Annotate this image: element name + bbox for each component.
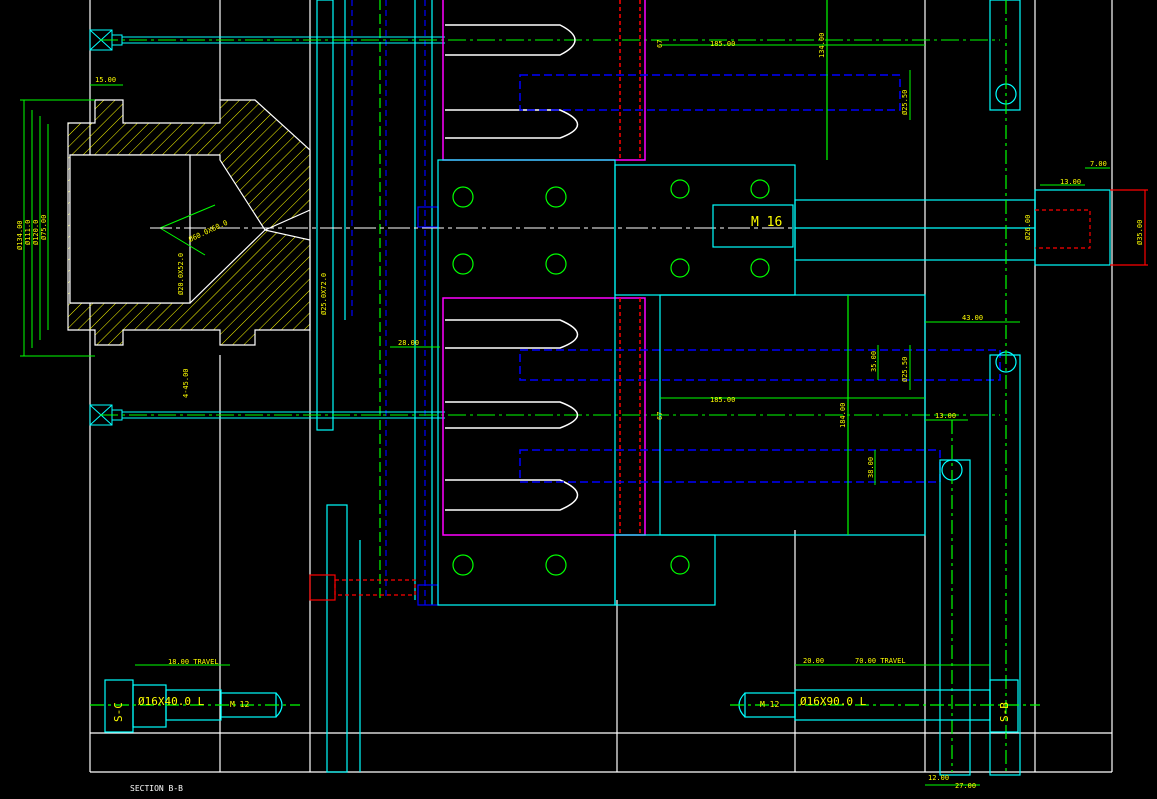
left-rails (316, 0, 439, 773)
dim-67-mid: 67 (656, 412, 664, 420)
bottom-cylinders (90, 574, 1040, 733)
dim-dia-60: Ø60.0X60.0 (187, 219, 229, 244)
dim-dia-35-5: Ø35.00 (1136, 220, 1144, 245)
dim-4-45: 4-45.00 (182, 368, 190, 398)
m16-label: M 16 (751, 215, 782, 230)
travel-right: 70.00 TRAVEL (855, 657, 906, 665)
dim-dia-111: Ø111.0 (24, 220, 32, 245)
dim-20-left: 20.00 (803, 657, 824, 665)
ejector-pins (89, 29, 1000, 426)
cyl-right-label: Ø16X90.0 L (800, 695, 867, 708)
dim-67-top: 67 (656, 40, 664, 48)
dim-28: 28.00 (398, 339, 419, 347)
dim-38: 38.00 (867, 457, 875, 478)
dim-43: 43.00 (962, 314, 983, 322)
dim-dia-52: Ø20.0X52.0 (177, 253, 185, 295)
dim-dia-134: Ø134.00 (16, 220, 24, 250)
m12-right-label: M 12 (760, 700, 779, 709)
central-plates (437, 159, 1036, 606)
dim-dia-75: Ø75.00 (40, 215, 48, 240)
dim-dia-25-5b: Ø25.50 (901, 357, 909, 382)
dim-185-top: 185.00 (710, 40, 735, 48)
dim-dia-72: Ø25.0X72.0 (320, 273, 328, 315)
section-title: SECTION B-B (130, 784, 183, 793)
dim-dia-25-5: Ø25.50 (901, 90, 909, 115)
hatched-nozzle (67, 99, 311, 346)
cyl-left-label: Ø16X40.0 L (138, 695, 205, 708)
screw-holes (452, 179, 770, 576)
dim-12-bottom: 12.00 (928, 774, 949, 782)
labels: SECTION B-B M 16 M 12 M 12 Ø16X40.0 L Ø1… (16, 33, 1144, 793)
dim-185-mid: 185.00 (710, 396, 735, 404)
upper-cavity (442, 0, 901, 161)
dim-184: 184.00 (839, 403, 847, 428)
dim-dia-120: Ø120.0 (32, 220, 40, 245)
left-dimension-lines (20, 84, 216, 357)
dim-13-mid: 13.00 (935, 412, 956, 420)
travel-left: 18.00 TRAVEL (168, 658, 219, 666)
dimension-lines (135, 44, 1110, 786)
tag-sc: S-C (112, 702, 125, 722)
lower-cavity (442, 297, 1001, 536)
m12-left-label: M 12 (230, 700, 249, 709)
dim-15: 15.00 (95, 76, 116, 84)
dim-27-bottom: 27.00 (955, 782, 976, 790)
dim-7: 7.00 (1090, 160, 1107, 168)
dim-13-top: 13.00 (1060, 178, 1081, 186)
tag-sb: S-B (998, 702, 1011, 722)
dim-134-top: 134.00 (818, 33, 826, 58)
right-support (1034, 189, 1148, 266)
right-return-pins (826, 0, 1021, 776)
dim-26: Ø26.00 (1024, 215, 1032, 240)
dim-35: 35.00 (870, 351, 878, 372)
